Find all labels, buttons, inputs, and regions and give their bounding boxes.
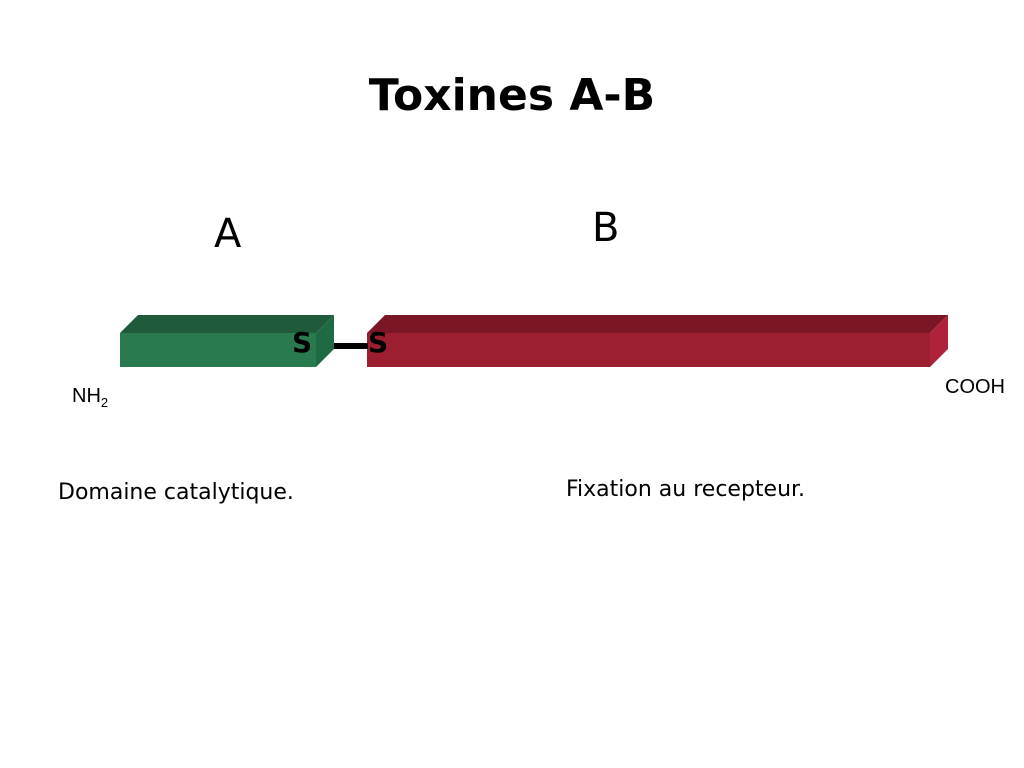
domain-b-bar-front xyxy=(367,333,930,367)
page-title: Toxines A-B xyxy=(368,70,656,121)
sulfur-left-label: S xyxy=(292,326,313,359)
n-terminus-subscript: 2 xyxy=(100,395,109,410)
domain-a-description: Domaine catalytique. xyxy=(58,480,294,505)
domain-b-bar-top xyxy=(367,315,948,333)
domain-a-bar-front xyxy=(120,333,316,367)
domain-a-bar-side xyxy=(316,315,334,367)
sulfur-right-label: S xyxy=(368,326,389,359)
domain-a-bar xyxy=(120,315,334,367)
domain-a-label: A xyxy=(214,211,242,257)
c-terminus-label: COOH xyxy=(945,376,1005,398)
n-terminus-main: NH xyxy=(72,385,101,407)
n-terminus-label: NH2 xyxy=(72,384,109,410)
domain-b-description: Fixation au recepteur. xyxy=(566,477,806,502)
domain-b-bar xyxy=(367,315,948,367)
domain-b-bar-side xyxy=(930,315,948,367)
domain-a-bar-top xyxy=(120,315,334,333)
domain-b-label: B xyxy=(592,205,620,251)
